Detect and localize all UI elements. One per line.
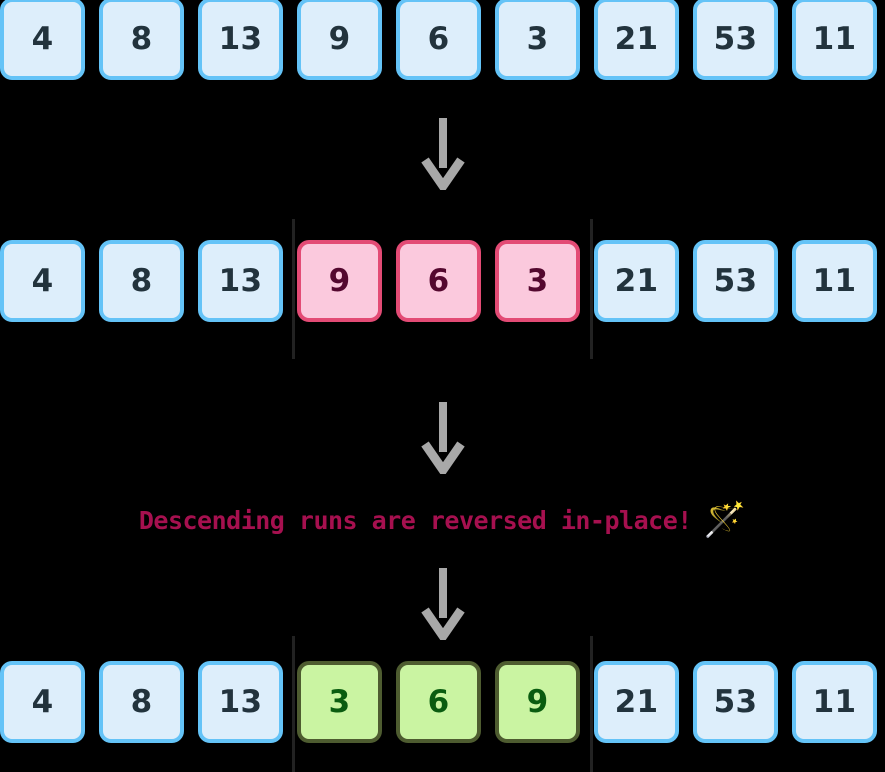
caption-text: Descending runs are reversed in-place! xyxy=(138,505,692,535)
array-cell: 8 xyxy=(99,0,184,80)
array-cell: 21 xyxy=(594,240,679,322)
array-cell: 11 xyxy=(792,240,877,322)
array-cell: 13 xyxy=(198,240,283,322)
run-start-divider-row3 xyxy=(292,636,295,772)
array-cell: 3 xyxy=(495,240,580,322)
array-cell: 6 xyxy=(396,661,481,743)
array-cell: 53 xyxy=(693,0,778,80)
arrow-step-3 xyxy=(421,568,465,640)
array-cell: 21 xyxy=(594,661,679,743)
array-cell: 11 xyxy=(792,0,877,80)
array-cell: 3 xyxy=(495,0,580,80)
array-cell: 13 xyxy=(198,0,283,80)
caption-row: Descending runs are reversed in-place! 🪄 xyxy=(0,493,885,547)
array-cell: 6 xyxy=(396,240,481,322)
array-cell: 3 xyxy=(297,661,382,743)
array-cell: 13 xyxy=(198,661,283,743)
array-cell: 21 xyxy=(594,0,679,80)
run-start-divider-row2 xyxy=(292,219,295,359)
array-cell: 6 xyxy=(396,0,481,80)
array-cell: 8 xyxy=(99,240,184,322)
array-cell: 9 xyxy=(297,0,382,80)
magic-wand-emoji: 🪄 xyxy=(703,500,747,540)
run-end-divider-row2 xyxy=(590,219,593,359)
array-cell: 4 xyxy=(0,661,85,743)
array-cell: 4 xyxy=(0,0,85,80)
array-cell: 8 xyxy=(99,661,184,743)
array-cell: 53 xyxy=(693,661,778,743)
array-cell: 53 xyxy=(693,240,778,322)
run-end-divider-row3 xyxy=(590,636,593,772)
array-cell: 4 xyxy=(0,240,85,322)
array-cell: 11 xyxy=(792,661,877,743)
array-cell: 9 xyxy=(297,240,382,322)
arrow-step-1 xyxy=(421,118,465,190)
array-cell: 9 xyxy=(495,661,580,743)
arrow-step-2 xyxy=(421,402,465,474)
